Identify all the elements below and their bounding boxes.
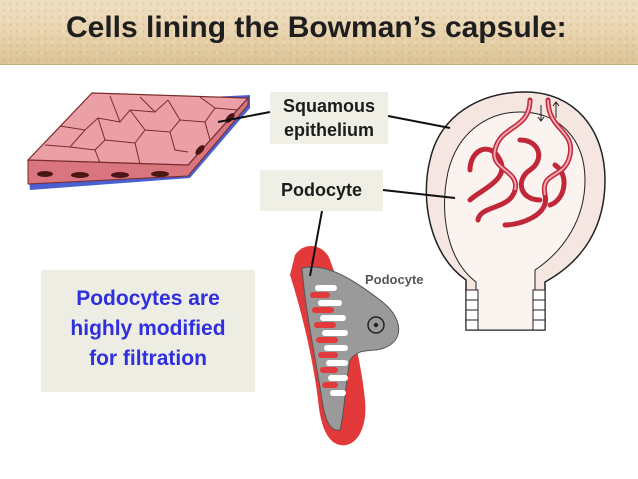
squamous-epithelium-illustration [28,93,250,190]
leader-lines [218,112,455,276]
nucleolus [374,323,378,327]
slide-title: Cells lining the Bowman’s capsule: [66,11,567,45]
glomerulus-illustration [426,92,605,330]
figure-podocyte-text: Podocyte [365,272,424,287]
leader-squamous-right [388,116,450,128]
